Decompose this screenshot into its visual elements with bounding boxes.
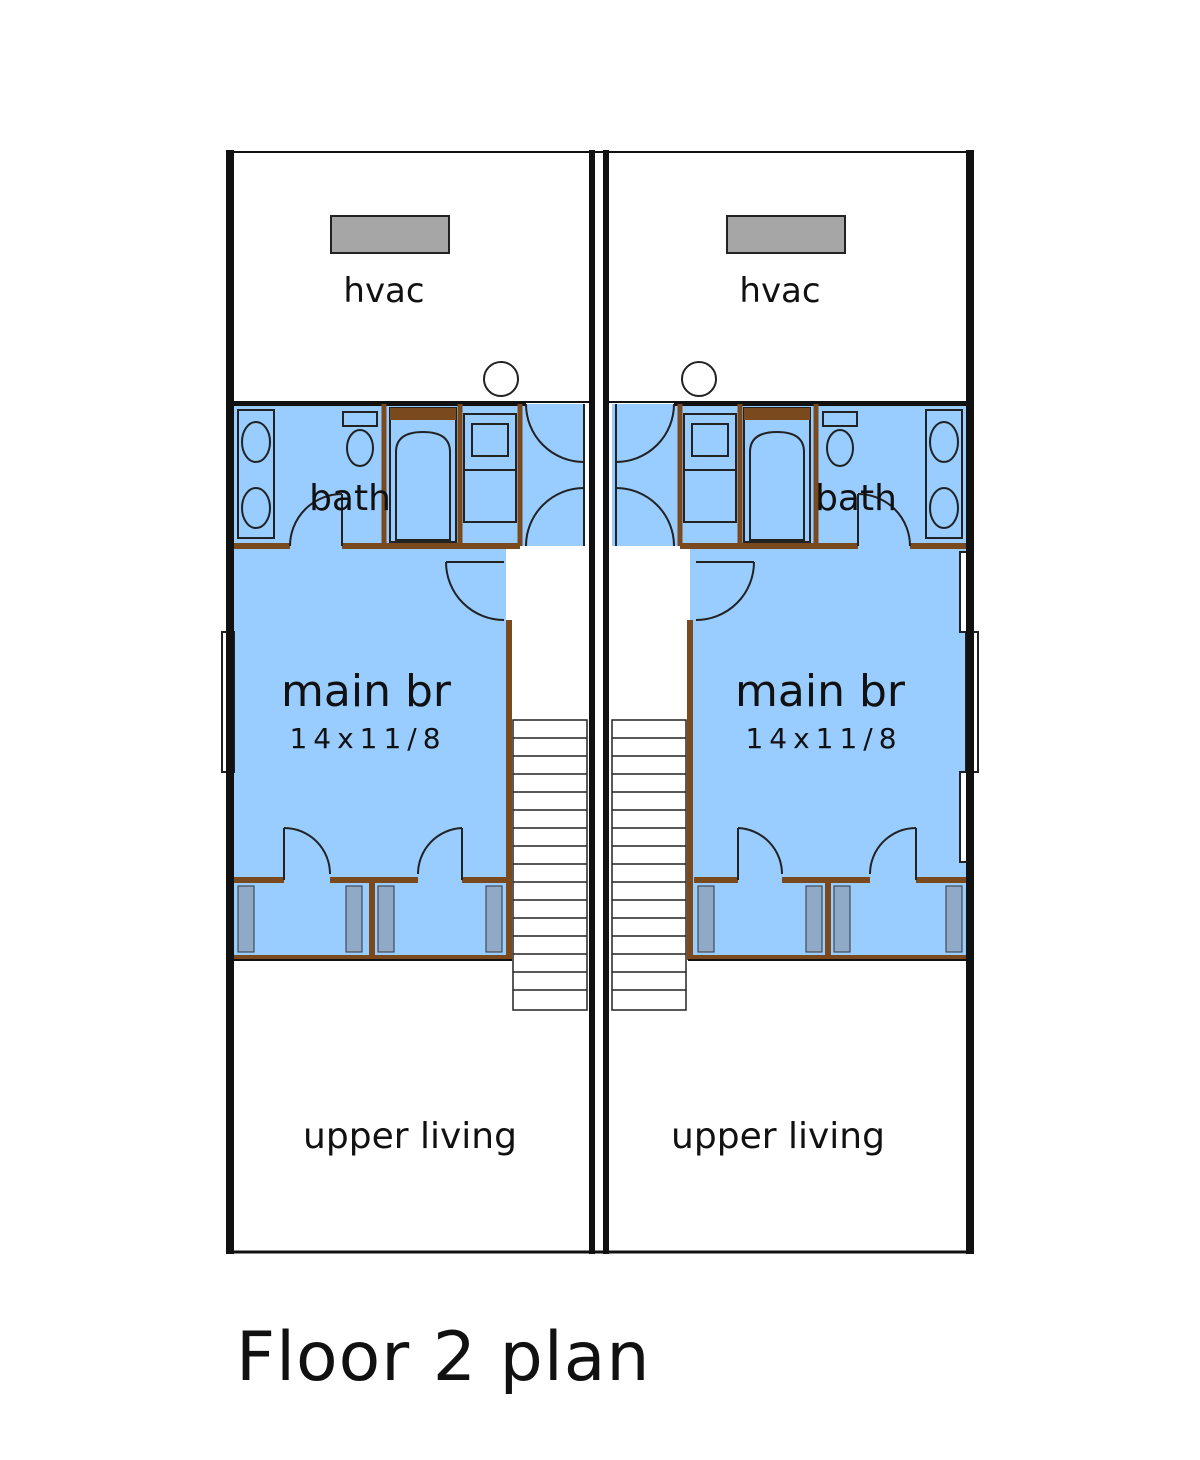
main-br-label-right: main br bbox=[735, 666, 906, 717]
closet-shelf-right-3 bbox=[833, 885, 851, 953]
hvac-unit-right bbox=[726, 215, 846, 254]
dryer-left bbox=[463, 469, 517, 523]
main-br-dims-right: 14x11/8 bbox=[745, 722, 902, 755]
hvac-label-right: hvac bbox=[739, 271, 820, 311]
sink-icon-left-2 bbox=[241, 487, 271, 529]
main-br-dims-left: 14x11/8 bbox=[289, 722, 446, 755]
toilet-tank-right bbox=[822, 411, 858, 427]
closet-shelf-left-3 bbox=[377, 885, 395, 953]
closet-shelf-left-4 bbox=[485, 885, 503, 953]
water-heater-icon-right bbox=[681, 361, 717, 397]
unit-left: hvac bath main br 14x11/8 upper living bbox=[221, 215, 588, 1157]
upper-living-label-left: upper living bbox=[303, 1116, 517, 1157]
toilet-tank-left bbox=[342, 411, 378, 427]
closet-shelf-left-1 bbox=[237, 885, 255, 953]
unit-right: hvac bath main br 14x11/8 upper living bbox=[611, 215, 979, 1157]
closet-shelf-right-2 bbox=[805, 885, 823, 953]
hvac-unit-left bbox=[330, 215, 450, 254]
closet-shelf-right-1 bbox=[697, 885, 715, 953]
sink-icon-right-2 bbox=[929, 487, 959, 529]
sink-icon-right-1 bbox=[929, 421, 959, 463]
dryer-right bbox=[683, 469, 737, 523]
hvac-label-left: hvac bbox=[343, 271, 424, 311]
water-heater-icon-left bbox=[483, 361, 519, 397]
upper-living-label-right: upper living bbox=[671, 1116, 885, 1157]
closet-shelf-right-4 bbox=[945, 885, 963, 953]
bath-label-left: bath bbox=[309, 478, 391, 519]
bath-label-right: bath bbox=[815, 478, 897, 519]
toilet-icon-left bbox=[346, 429, 374, 467]
stairs-right bbox=[611, 719, 687, 1011]
closet-shelf-left-2 bbox=[345, 885, 363, 953]
stairs-left bbox=[512, 719, 588, 1011]
main-br-label-left: main br bbox=[281, 666, 452, 717]
sink-icon-left-1 bbox=[241, 421, 271, 463]
toilet-icon-right bbox=[826, 429, 854, 467]
exterior-walls bbox=[226, 150, 974, 1254]
plan-title: Floor 2 plan bbox=[236, 1318, 651, 1397]
